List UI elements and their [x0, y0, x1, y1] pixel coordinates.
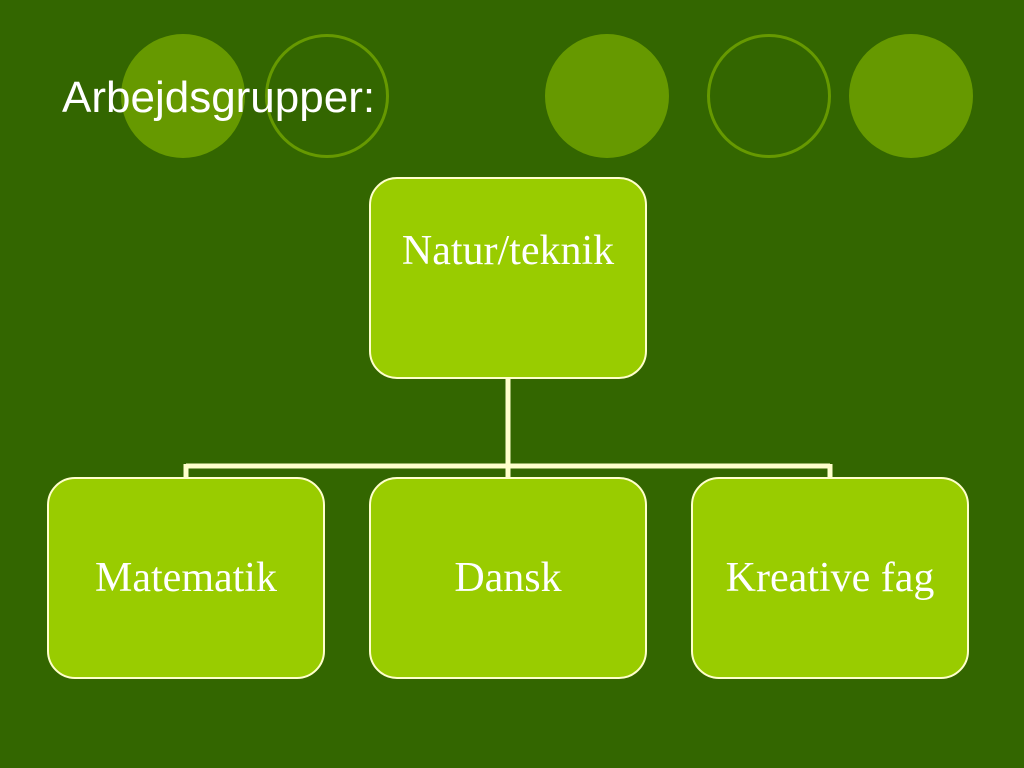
decorative-circle-ring-2 [707, 34, 831, 158]
decorative-circle-filled-3 [849, 34, 973, 158]
decorative-circle-filled-2 [545, 34, 669, 158]
org-node-natur-teknik: Natur/teknik [369, 177, 647, 379]
org-node-kreative-fag: Kreative fag [691, 477, 969, 679]
org-node-label: Natur/teknik [401, 228, 615, 274]
org-node-label: Matematik [95, 555, 277, 601]
slide-title: Arbejdsgrupper: [62, 73, 376, 122]
org-node-dansk: Dansk [369, 477, 647, 679]
decorative-circle-filled-1 [121, 34, 245, 158]
org-node-label: Dansk [454, 555, 562, 601]
decorative-circle-ring-1 [265, 34, 389, 158]
org-node-matematik: Matematik [47, 477, 325, 679]
org-node-label: Kreative fag [725, 555, 935, 601]
